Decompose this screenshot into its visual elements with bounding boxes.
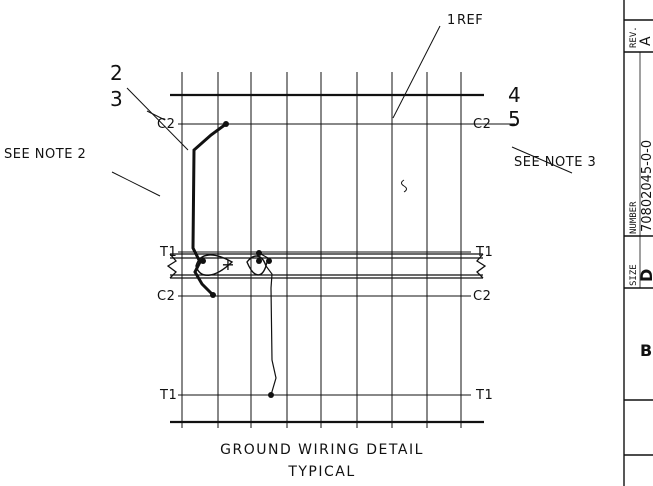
ref-label: REF xyxy=(457,13,483,28)
leader-number-5: 5 xyxy=(508,107,521,131)
rail-terminals xyxy=(195,254,267,276)
c2-label-top-left: C2 xyxy=(157,117,175,132)
c2-label-top-right: C2 xyxy=(473,117,491,132)
size-label: SIZE xyxy=(629,264,639,286)
t1-label-upper-right: T1 xyxy=(475,245,493,260)
t1-label-upper-left: T1 xyxy=(159,245,177,260)
sheet-letter: B xyxy=(640,341,652,360)
see-note-2-label: SEE NOTE 2 xyxy=(4,147,86,162)
leader-number-2: 2 xyxy=(110,61,123,85)
rev-label: REV. xyxy=(629,26,639,48)
plus-symbol: + xyxy=(221,255,234,274)
t1-label-lower-left: T1 xyxy=(159,388,177,403)
see-note-3-label: SEE NOTE 3 xyxy=(514,155,596,170)
caption-title: GROUND WIRING DETAIL xyxy=(220,442,424,458)
title-block: REV. A NUMBER 70802045-0-0 SIZE D B xyxy=(623,0,653,486)
number-label: NUMBER xyxy=(629,201,639,234)
ground-wire-heavy xyxy=(191,122,227,297)
size-value: D xyxy=(637,269,653,282)
center-rail xyxy=(166,253,487,279)
number-value: 70802045-0-0 xyxy=(640,140,653,232)
c2-label-bottom-right: C2 xyxy=(473,289,491,304)
leader-number-3: 3 xyxy=(110,87,123,111)
leader-lines xyxy=(111,25,573,197)
caption-subtitle: TYPICAL xyxy=(287,464,355,480)
leader-number-4: 4 xyxy=(508,83,521,107)
t1-label-lower-right: T1 xyxy=(475,388,493,403)
heavy-horizontal-lines xyxy=(170,93,484,424)
rev-value: A xyxy=(638,36,653,46)
c2-label-bottom-left: C2 xyxy=(157,289,175,304)
ref-number: 1 xyxy=(447,13,456,28)
connection-dots xyxy=(200,121,274,398)
